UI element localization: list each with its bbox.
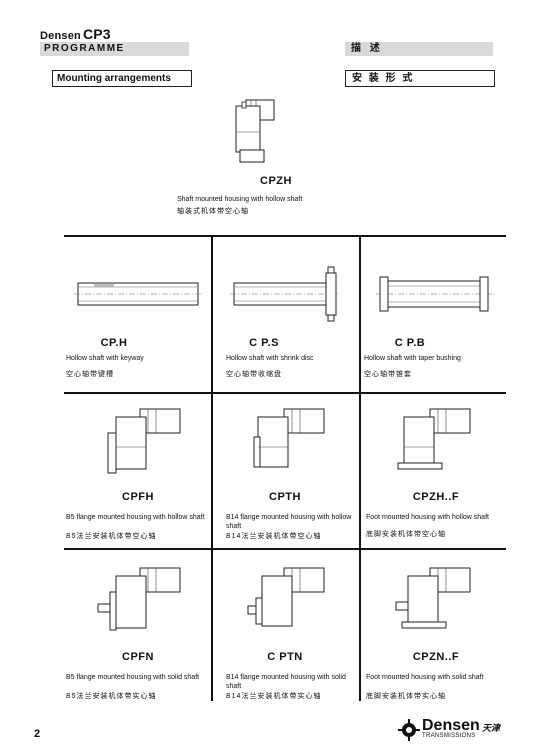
- cp-s-cn: 空心轴带收缩盘: [226, 371, 282, 378]
- cell-cpzn-f: [392, 562, 536, 642]
- cpfh-cn: B5法兰安装机体带空心轴: [66, 533, 157, 540]
- cell-cpfh: [92, 403, 236, 483]
- cell-cptn: [240, 562, 384, 642]
- cpzn-f-desc: Foot mounted housing with solid shaft: [366, 674, 484, 681]
- gear-icon: [398, 719, 420, 741]
- hollow-shaft-shrink-disc-drawing: [230, 266, 340, 322]
- programme-bar: PROGRAMME: [40, 42, 189, 56]
- cpfh-code: CPFH: [122, 491, 154, 503]
- densen-logo: Densen TRANSMISSIONS 天津: [398, 717, 508, 743]
- cell-cp-b: [362, 237, 506, 327]
- cpfh-desc: B5 flange mounted housing with hollow sh…: [66, 514, 205, 521]
- grid-line: [359, 235, 361, 701]
- cpzh-cn: 轴装式机体带空心轴: [177, 208, 249, 215]
- cp-b-cn: 空心轴带锥套: [364, 371, 412, 378]
- grid-line: [211, 235, 213, 701]
- grid-line: [64, 392, 506, 394]
- cp-h-desc: Hollow shaft with keyway: [66, 355, 144, 362]
- brand-small: Densen: [40, 30, 81, 42]
- cp-b-code: C P.B: [394, 337, 426, 349]
- cpzn-f-cn: 底脚安装机体带实心轴: [366, 693, 446, 700]
- cpzh-desc: Shaft mounted housing with hollow shaft: [177, 196, 303, 203]
- mounting-cn-label: 安 装 形 式: [345, 70, 495, 87]
- cpzh-code: CPZH: [260, 175, 292, 187]
- cptn-cn: B14法兰安装机体带实心轴: [226, 693, 322, 700]
- cpfn-code: CPFN: [122, 651, 154, 663]
- cpzn-f-code: CPZN..F: [412, 651, 460, 663]
- cpfn-desc: B5 flange mounted housing with solid sha…: [66, 674, 200, 681]
- brand-model: CP3: [82, 26, 111, 42]
- cpth-code: CPTH: [269, 491, 301, 503]
- programme-cn-bar: 描 述: [345, 42, 493, 56]
- logo-word: Densen: [422, 717, 480, 734]
- cpfn-cn: B5法兰安装机体带实心轴: [66, 693, 157, 700]
- cptn-desc: B14 flange mounted housing with solid sh…: [226, 674, 346, 690]
- mounting-label: Mounting arrangements: [52, 70, 192, 87]
- cpzh-f-code: CPZH..F: [412, 491, 460, 503]
- page-number: 2: [34, 728, 41, 740]
- cp-b-desc: Hollow shaft with taper bushing: [364, 355, 461, 362]
- logo-cn: 天津: [482, 723, 501, 733]
- cell-cpfn: [92, 562, 236, 642]
- cpfh-drawing: [107, 408, 181, 474]
- cpfn-drawing: [97, 567, 181, 631]
- cptn-code: C PTN: [267, 651, 303, 663]
- grid-line: [64, 548, 506, 550]
- arrangement-grid: [64, 235, 506, 701]
- cpth-desc: B14 flange mounted housing with hollow s…: [226, 514, 352, 530]
- cp-h-code: CP.H: [100, 337, 128, 349]
- cp-s-desc: Hollow shaft with shrink disc: [226, 355, 314, 362]
- cell-cp-s: [212, 237, 356, 327]
- cp-h-cn: 空心轴带键槽: [66, 371, 114, 378]
- cpzh-drawing: [226, 96, 286, 171]
- cpzh-f-desc: Foot mounted housing with hollow shaft: [366, 514, 489, 521]
- hollow-shaft-keyway-drawing: [74, 282, 202, 306]
- grid-line: [64, 235, 506, 237]
- cell-cpzh-f: [392, 403, 536, 483]
- cptn-drawing: [247, 567, 325, 627]
- hollow-shaft-taper-bushing-drawing: [376, 276, 496, 312]
- cell-cpth: [240, 403, 384, 483]
- cpzh-f-drawing: [397, 408, 471, 470]
- cpzh-f-cn: 底脚安装机体带空心轴: [366, 531, 446, 538]
- logo-sub: TRANSMISSIONS: [422, 733, 476, 739]
- cpth-cn: B14法兰安装机体带空心轴: [226, 533, 322, 540]
- cp-s-code: C P.S: [249, 337, 279, 349]
- cpzn-f-drawing: [395, 567, 471, 629]
- cpth-drawing: [253, 408, 325, 468]
- cell-cp-h: [64, 237, 208, 327]
